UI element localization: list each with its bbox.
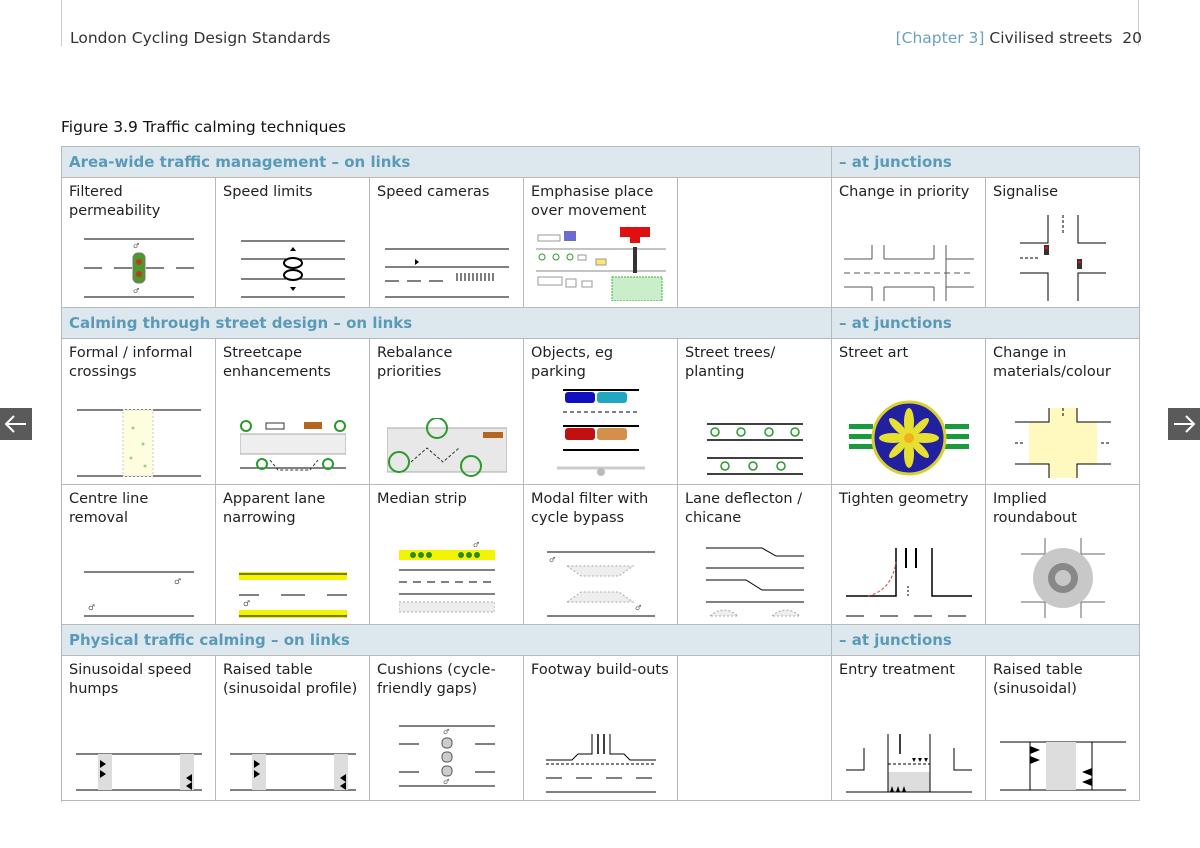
cell-change-in-priority: Change in priority <box>832 178 986 308</box>
cell-cushions: Cushions (cycle-friendly gaps) ♂♂ <box>370 656 524 801</box>
svg-text:♂: ♂ <box>473 542 479 549</box>
speed-cameras-diagram <box>376 245 517 301</box>
cell-filtered-permeability: Filtered permeability ♂♂ <box>62 178 216 308</box>
svg-text:♂: ♂ <box>133 287 139 295</box>
band-area-wide: Area-wide traffic management – on links <box>62 147 832 178</box>
cell-change-in-materials: Change in materials/colour <box>986 339 1140 485</box>
cell-streetscape: Streetcape enhancements <box>216 339 370 485</box>
change-in-priority-diagram <box>838 245 979 301</box>
band-street-design: Calming through street design – on links <box>62 308 832 339</box>
streetscape-diagram <box>222 420 363 478</box>
implied-roundabout-diagram <box>992 538 1133 618</box>
cushions-diagram: ♂♂ <box>376 724 517 794</box>
chapter-heading: [Chapter 3] Civilised streets 20 <box>896 29 1142 47</box>
change-in-materials-diagram <box>992 408 1133 478</box>
cell-tighten-geometry: Tighten geometry <box>832 485 986 625</box>
cell-sinusoidal-humps: Sinusoidal speed humps <box>62 656 216 801</box>
figure-title: Figure 3.9 Traffic calming techniques <box>61 118 347 136</box>
svg-text:♂: ♂ <box>88 603 95 612</box>
svg-text:♂: ♂ <box>635 604 641 612</box>
cell-emphasise-place: Emphasise place over movement <box>524 178 678 308</box>
cell-modal-filter: Modal filter with cycle bypass ♂♂ <box>524 485 678 625</box>
cell-raised-table-profile: Raised table (sinusoidal profile) <box>216 656 370 801</box>
tighten-geometry-diagram <box>838 538 979 618</box>
cell-implied-roundabout: Implied roundabout <box>986 485 1140 625</box>
svg-text:♂: ♂ <box>243 599 250 608</box>
svg-text:♂: ♂ <box>443 778 449 786</box>
prev-page-button[interactable] <box>0 408 32 440</box>
cell-apparent-lane-narrowing: Apparent lane narrowing ♂ <box>216 485 370 625</box>
svg-text:♂: ♂ <box>133 242 139 250</box>
traffic-calming-table: Area-wide traffic management – on links … <box>61 146 1140 802</box>
cell-lane-deflection: Lane deflecton / chicane <box>678 485 832 625</box>
apparent-lane-narrowing-diagram: ♂ <box>222 572 363 618</box>
street-trees-diagram <box>684 422 825 478</box>
band-area-wide-junctions: – at junctions <box>832 147 1140 178</box>
cell-rebalance-priorities: Rebalance priorities <box>370 339 524 485</box>
cell-street-trees: Street trees/ planting <box>678 339 832 485</box>
raised-table-sinusoidal-diagram <box>992 738 1133 794</box>
cell-objects-parking: Objects, eg parking <box>524 339 678 485</box>
rebalance-priorities-diagram <box>376 418 517 478</box>
cell-signalise: Signalise <box>986 178 1140 308</box>
cell-crossings: Formal / informal crossings <box>62 339 216 485</box>
cell-speed-limits: Speed limits <box>216 178 370 308</box>
svg-text:♂: ♂ <box>549 556 555 564</box>
footway-buildouts-diagram <box>530 734 671 794</box>
cell-footway-buildouts: Footway build-outs <box>524 656 678 801</box>
street-art-diagram <box>838 398 979 478</box>
sinusoidal-humps-diagram <box>68 752 209 794</box>
cell-entry-treatment: Entry treatment <box>832 656 986 801</box>
crossings-diagram <box>68 408 209 478</box>
band-physical: Physical traffic calming – on links <box>62 625 832 656</box>
cell-street-art: Street art <box>832 339 986 485</box>
cell-speed-cameras: Speed cameras <box>370 178 524 308</box>
lane-deflection-diagram <box>684 546 825 618</box>
header-rule-right <box>1138 0 1139 46</box>
arrow-right-icon <box>1174 415 1196 433</box>
cell-centre-line-removal: Centre line removal ♂♂ <box>62 485 216 625</box>
raised-table-profile-diagram <box>222 752 363 794</box>
band-street-design-junctions: – at junctions <box>832 308 1140 339</box>
next-page-button[interactable] <box>1168 408 1200 440</box>
emphasise-place-diagram <box>530 227 671 301</box>
entry-treatment-diagram <box>838 734 979 794</box>
page-number: 20 <box>1122 29 1142 47</box>
centre-line-removal-diagram: ♂♂ <box>68 568 209 618</box>
cell-raised-table-sinusoidal: Raised table (sinusoidal) <box>986 656 1140 801</box>
modal-filter-diagram: ♂♂ <box>530 550 671 618</box>
median-strip-diagram: ♂ <box>376 542 517 618</box>
filtered-permeability-diagram: ♂♂ <box>68 235 209 301</box>
band-physical-junctions: – at junctions <box>832 625 1140 656</box>
speed-limits-diagram <box>222 237 363 301</box>
objects-parking-diagram <box>530 388 671 478</box>
svg-text:♂: ♂ <box>443 728 449 736</box>
header-rule-left <box>61 0 62 46</box>
cell-empty-bottom <box>678 656 832 801</box>
cell-empty-top <box>678 178 832 308</box>
section-label: Civilised streets <box>989 29 1113 47</box>
chapter-label: [Chapter 3] <box>895 29 985 47</box>
running-header: London Cycling Design Standards <box>70 29 331 47</box>
cell-median-strip: Median strip ♂ <box>370 485 524 625</box>
svg-text:♂: ♂ <box>174 577 181 586</box>
arrow-left-icon <box>4 415 26 433</box>
signalise-diagram <box>992 215 1133 301</box>
